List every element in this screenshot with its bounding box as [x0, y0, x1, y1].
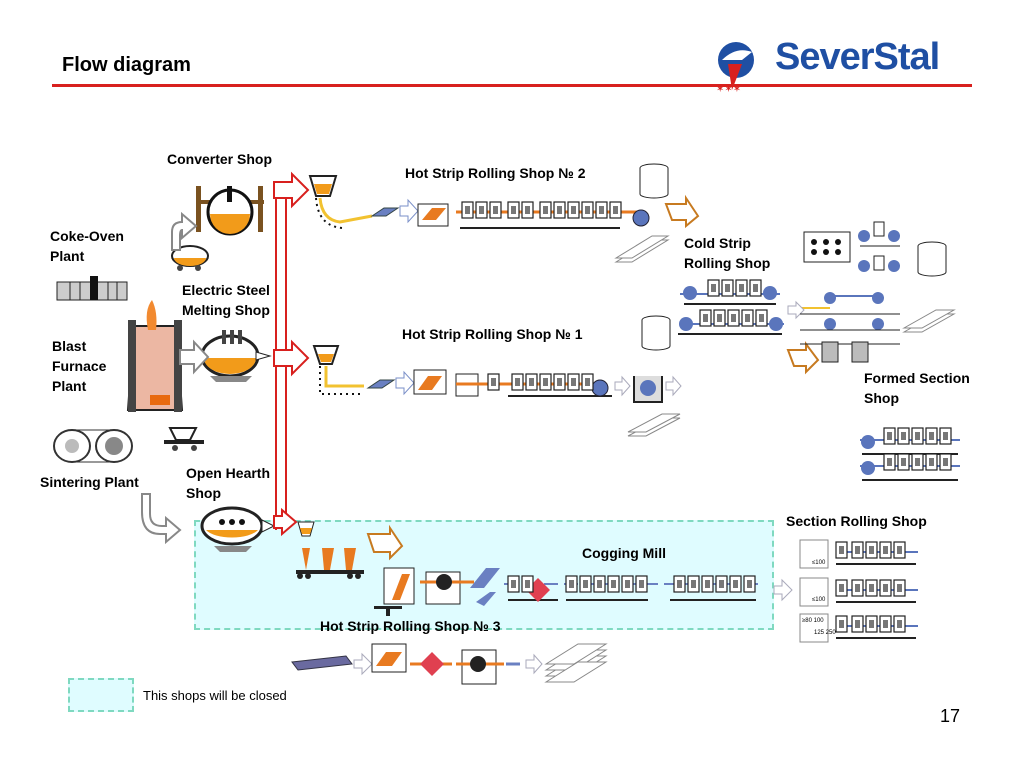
sintering-icon [53, 429, 133, 463]
svg-text:✶✶✶: ✶✶✶ [716, 84, 741, 95]
coil-icon-hsr1 [641, 315, 671, 351]
label-open-hearth-shop: Open Hearth Shop [186, 465, 271, 501]
legend-text: This shops will be closed [143, 688, 287, 703]
hsr1-mill [455, 373, 682, 403]
label-formed-section-shop: Formed Section Shop [864, 370, 970, 406]
flow-arrow-sinter [141, 493, 182, 545]
ore-car-icon [164, 427, 204, 451]
severstal-logo: ✶✶✶ [716, 42, 754, 95]
coke-car-icon [171, 245, 209, 271]
flow-arrow-to-formed [786, 341, 820, 375]
hsr3-line [291, 643, 608, 685]
coil-icon-hsr2 [639, 163, 669, 199]
formed-section-mill [860, 435, 960, 481]
ladle-icon-2 [312, 345, 364, 395]
label-converter-shop: Converter Shop [167, 151, 273, 167]
label-blast-furnace-plant: Blast Furnace Plant [52, 338, 107, 394]
logo-wordmark: SeverStal [775, 36, 940, 78]
converter-icon [196, 186, 264, 236]
label-coke-oven-plant: Coke-Oven Plant [50, 228, 124, 264]
hsr1-slabs [366, 369, 447, 396]
label-cold-strip-rolling-shop: Cold Strip Rolling Shop [684, 235, 771, 271]
sheet-stack-hsr1 [627, 413, 681, 437]
flow-arrow-to-cold [664, 194, 700, 229]
header-rule [52, 84, 972, 87]
legend-swatch [68, 678, 134, 712]
page-number: 17 [940, 706, 961, 726]
label-section-rolling-shop: Section Rolling Shop [786, 513, 927, 529]
sheet-stack-hsr2 [614, 235, 670, 263]
flow-arrow-coke [171, 211, 198, 251]
hsr2-slabs [370, 198, 449, 227]
blast-furnace-icon [126, 300, 184, 412]
sheet-stack-formed [902, 309, 956, 333]
flow-arrow-cogging [366, 524, 404, 561]
label-cogging-mill: Cogging Mill [582, 545, 666, 561]
mill-size-label: ≤100 [812, 560, 826, 566]
mill-size-label: ≥80 100 [802, 618, 824, 624]
page-title: Flow diagram [62, 54, 191, 76]
ladle-icon-1 [308, 175, 373, 229]
label-electric-steel-melting-shop: Electric Steel Melting Shop [182, 282, 270, 318]
cogging-zone-graphics [296, 521, 760, 616]
label-hot-strip-rolling-shop-3: Hot Strip Rolling Shop № 3 [320, 618, 501, 634]
open-hearth-icon [200, 506, 276, 552]
flow-arrow-blast [179, 339, 210, 375]
mill-size-label: 125 250 [814, 630, 836, 636]
coke-oven-icon [56, 276, 128, 301]
mill-size-label: ≤100 [812, 597, 826, 603]
label-hot-strip-rolling-shop-1: Hot Strip Rolling Shop № 1 [402, 326, 583, 342]
coil-icon-cold [917, 241, 947, 277]
electric-furnace-icon [200, 330, 272, 382]
red-distribution [273, 171, 310, 537]
label-hot-strip-rolling-shop-2: Hot Strip Rolling Shop № 2 [405, 165, 586, 181]
label-sintering-plant: Sintering Plant [40, 474, 139, 490]
